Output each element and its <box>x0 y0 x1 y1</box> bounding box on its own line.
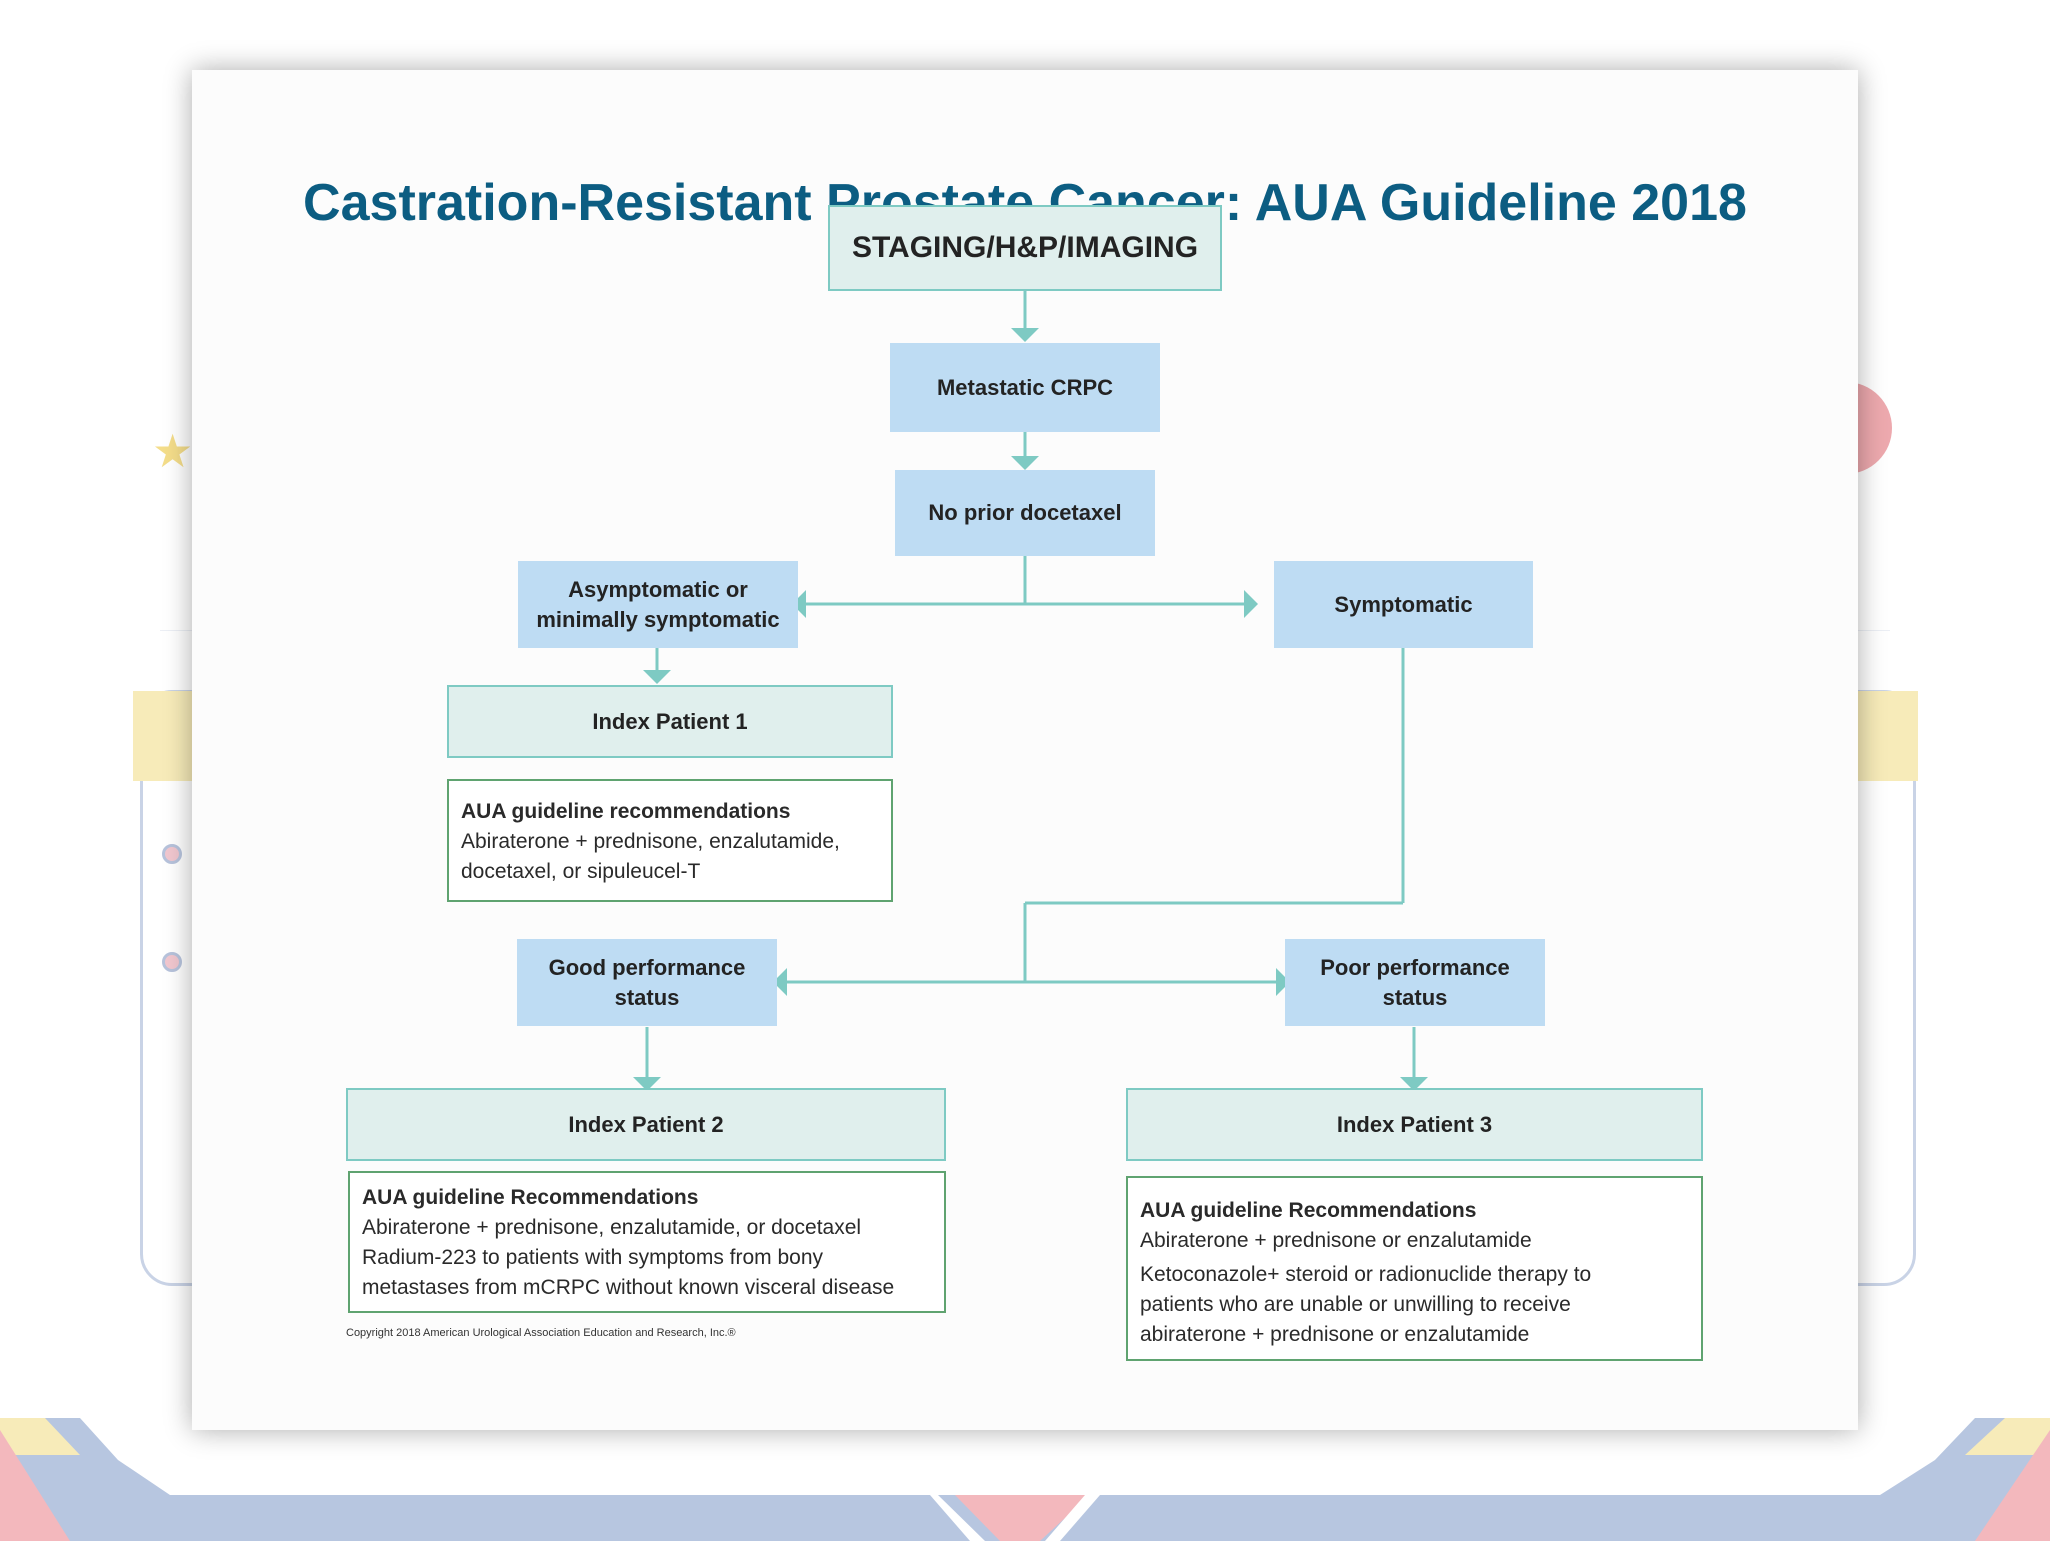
node-metastatic-crpc: Metastatic CRPC <box>890 343 1160 432</box>
recommendation-heading: AUA guideline Recommendations <box>362 1186 699 1209</box>
recommendation-line: metastases from mCRPC without known visc… <box>362 1276 895 1299</box>
arrow-down-icon <box>1011 328 1039 342</box>
arrow-right-icon <box>1276 968 1290 996</box>
recommendation-box-index-1: AUA guideline recommendations Abirateron… <box>447 779 893 902</box>
background-banner-right <box>1850 691 1918 781</box>
node-index-patient-2: Index Patient 2 <box>346 1088 946 1161</box>
recommendation-heading: AUA guideline recommendations <box>461 800 791 823</box>
bullet-icon <box>162 844 182 864</box>
background-banner-left <box>133 691 203 781</box>
node-asymptomatic: Asymptomatic or minimally symptomatic <box>518 561 798 648</box>
node-no-prior-docetaxel: No prior docetaxel <box>895 470 1155 556</box>
recommendation-box-index-3: AUA guideline Recommendations Abirateron… <box>1126 1176 1703 1361</box>
arrow-down-icon <box>643 670 671 684</box>
arrow-down-icon <box>1400 1077 1428 1091</box>
node-staging: STAGING/H&P/IMAGING <box>828 205 1222 291</box>
recommendation-line: Abiraterone + prednisone, enzalutamide, … <box>362 1216 862 1239</box>
recommendation-heading: AUA guideline Recommendations <box>1140 1199 1477 1222</box>
star-icon: ★ <box>152 425 194 477</box>
arrow-right-icon <box>1244 590 1258 618</box>
recommendation-line: patients who are unable or unwilling to … <box>1140 1293 1571 1316</box>
bullet-icon <box>162 952 182 972</box>
arrow-left-icon <box>792 590 806 618</box>
node-good-performance-status: Good performance status <box>517 939 777 1026</box>
recommendation-line: Ketoconazole+ steroid or radionuclide th… <box>1140 1263 1592 1286</box>
copyright-notice: Copyright 2018 American Urological Assoc… <box>346 1327 736 1339</box>
flowchart-connectors <box>633 291 1428 1091</box>
node-index-patient-3: Index Patient 3 <box>1126 1088 1703 1161</box>
recommendation-line: Abiraterone + prednisone, enzalutamide, <box>461 830 840 853</box>
arrow-down-icon <box>633 1077 661 1091</box>
arrow-down-icon <box>1011 456 1039 470</box>
guideline-slide: Castration-Resistant Prostate Cancer: AU… <box>192 70 1858 1430</box>
node-index-patient-1: Index Patient 1 <box>447 685 893 758</box>
recommendation-line: Radium-223 to patients with symptoms fro… <box>362 1246 824 1269</box>
recommendation-line: Abiraterone + prednisone or enzalutamide <box>1140 1229 1532 1252</box>
arrow-left-icon <box>773 968 787 996</box>
node-symptomatic: Symptomatic <box>1274 561 1533 648</box>
recommendation-line: docetaxel, or sipuleucel-T <box>461 860 701 883</box>
recommendation-box-index-2: AUA guideline Recommendations Abirateron… <box>348 1171 946 1313</box>
node-poor-performance-status: Poor performance status <box>1285 939 1545 1026</box>
recommendation-line: abiraterone + prednisone or enzalutamide <box>1140 1323 1530 1346</box>
